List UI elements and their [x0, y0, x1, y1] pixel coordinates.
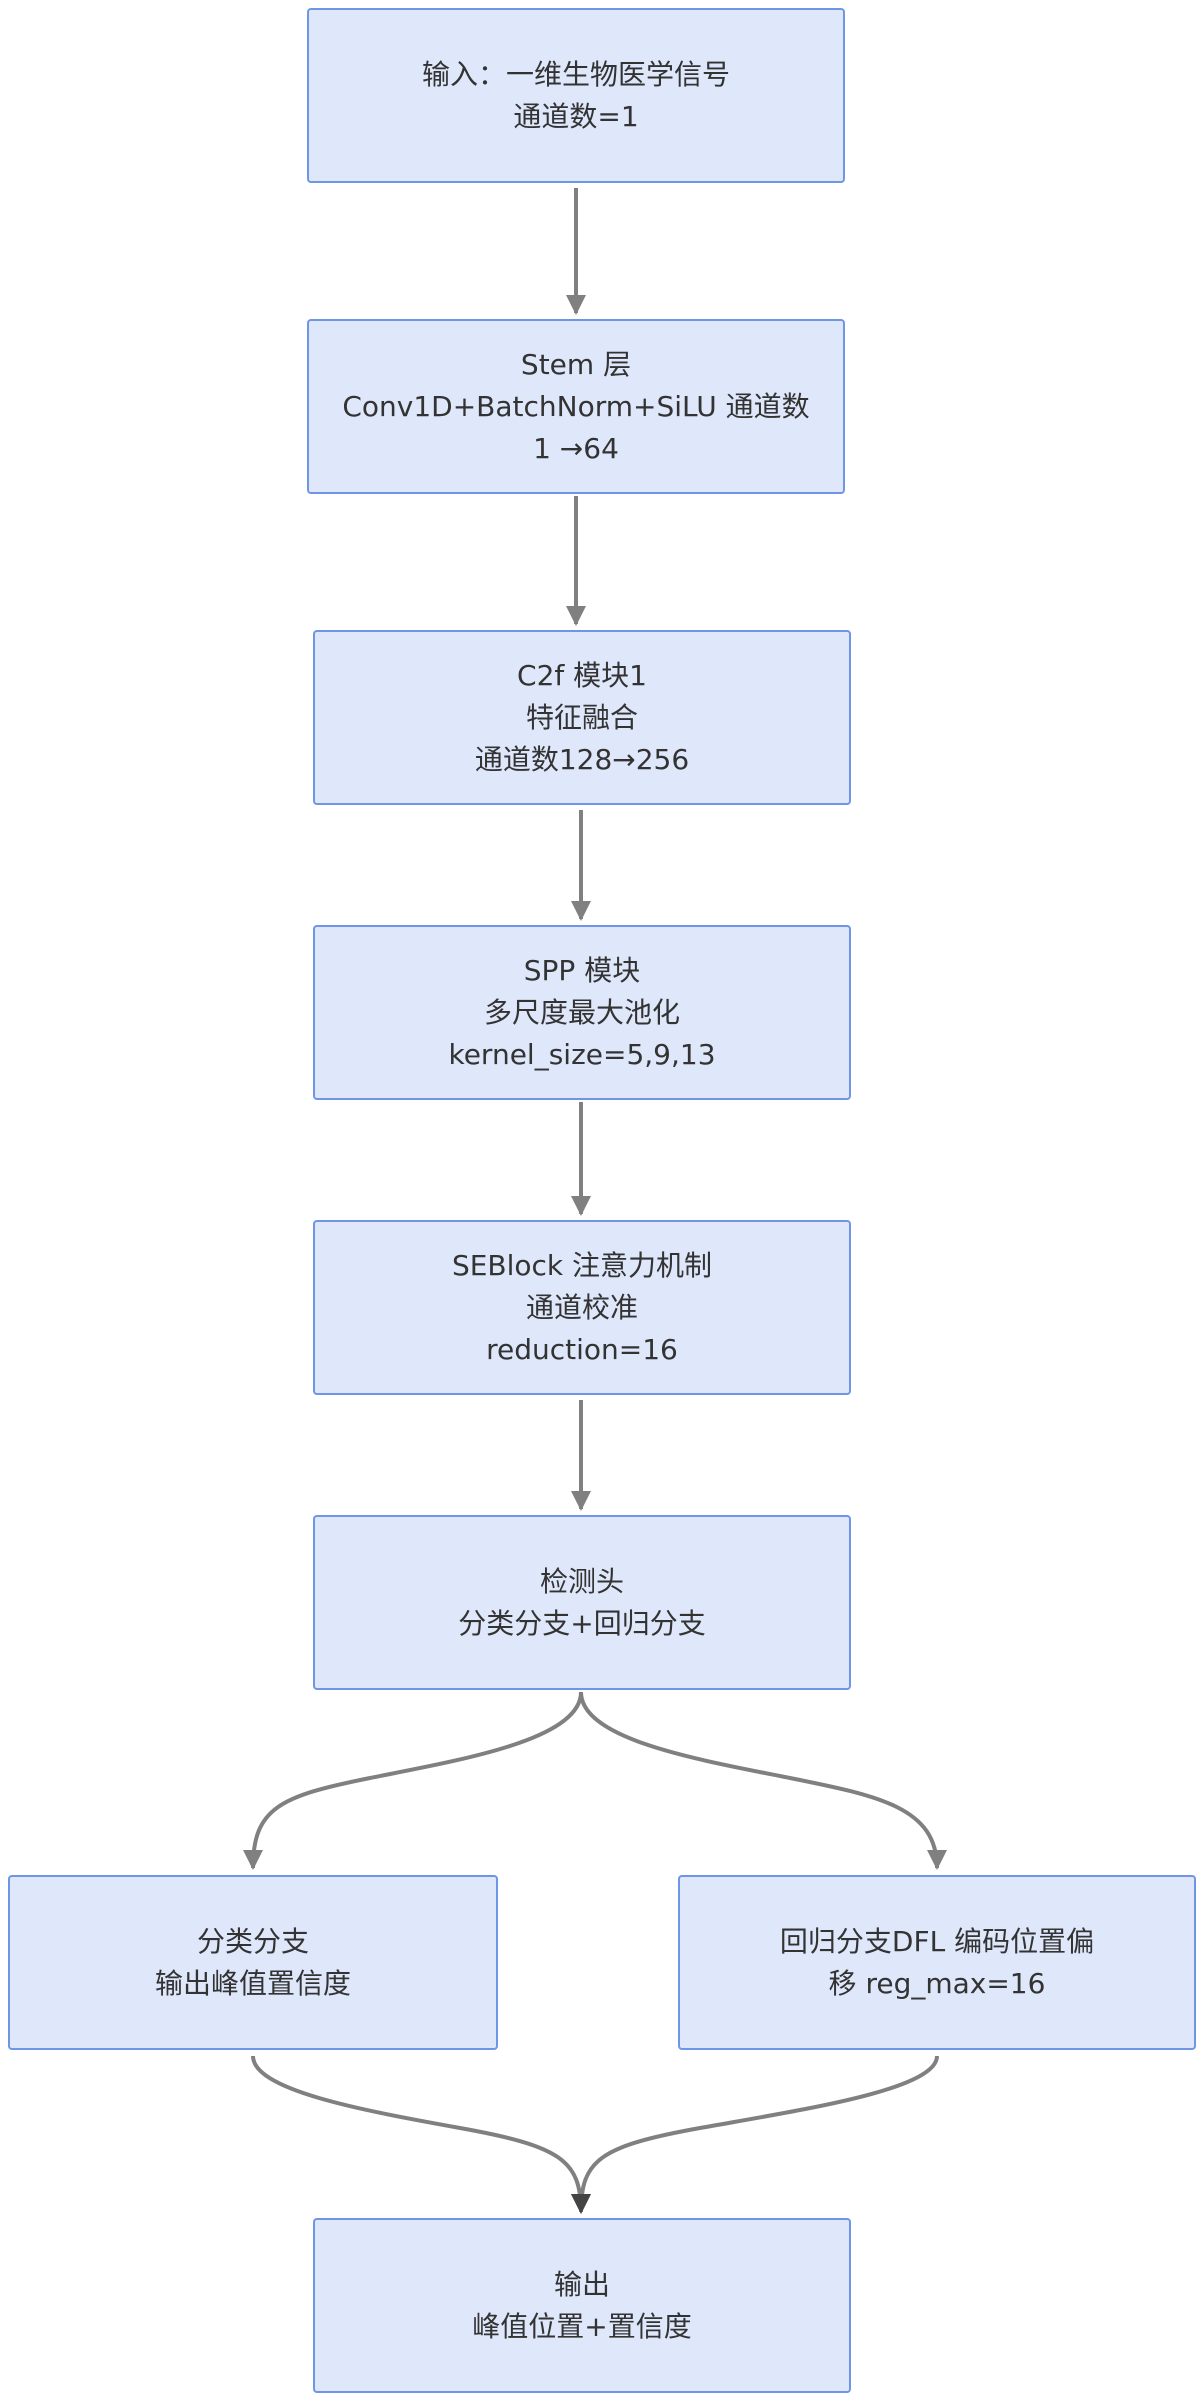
spp-node-kernel: kernel_size=5,9,13 — [448, 1037, 716, 1071]
regression-branch-node: 回归分支DFL 编码位置偏 移 reg_max=16 — [678, 1875, 1196, 2050]
spp-node-title: SPP 模块 — [523, 953, 641, 987]
c2f-node-title: C2f 模块1 — [517, 658, 647, 692]
output-node: 输出 峰值位置+置信度 — [313, 2218, 851, 2393]
classification-branch-node: 分类分支 输出峰值置信度 — [8, 1875, 498, 2050]
input-node-title: 输入：一维生物医学信号 — [421, 57, 730, 91]
stem-node-layers: Conv1D+BatchNorm+SiLU 通道数 — [342, 389, 810, 423]
regression-branch-title: 回归分支DFL 编码位置偏 — [779, 1924, 1095, 1958]
c2f-node: C2f 模块1 特征融合 通道数128→256 — [313, 630, 851, 805]
seblock-node-title: SEBlock 注意力机制 — [451, 1248, 713, 1282]
regression-branch-desc: 移 reg_max=16 — [828, 1966, 1046, 2000]
classification-branch-desc: 输出峰值置信度 — [154, 1966, 351, 2000]
seblock-node-desc: 通道校准 — [525, 1290, 638, 1324]
classification-branch-title: 分类分支 — [196, 1924, 309, 1958]
stem-node: Stem 层 Conv1D+BatchNorm+SiLU 通道数 1 →64 — [307, 319, 845, 494]
stem-node-title: Stem 层 — [520, 347, 632, 381]
input-node: 输入：一维生物医学信号 通道数=1 — [307, 8, 845, 183]
detection-head-desc: 分类分支+回归分支 — [458, 1606, 706, 1640]
detection-head-title: 检测头 — [539, 1564, 624, 1598]
seblock-node-reduction: reduction=16 — [486, 1332, 678, 1366]
edge-cls-to-output — [251, 2055, 591, 2214]
c2f-node-desc: 特征融合 — [525, 700, 638, 734]
detection-head-node: 检测头 分类分支+回归分支 — [313, 1515, 851, 1690]
edge-reg-to-output — [571, 2055, 939, 2214]
output-node-desc: 峰值位置+置信度 — [472, 2309, 692, 2343]
input-node-channels: 通道数=1 — [513, 99, 639, 133]
seblock-node: SEBlock 注意力机制 通道校准 reduction=16 — [313, 1220, 851, 1395]
c2f-node-channels: 通道数128→256 — [474, 742, 690, 776]
spp-node-desc: 多尺度最大池化 — [483, 995, 680, 1029]
edge-head-to-cls — [243, 1691, 583, 1870]
edge-head-to-reg — [579, 1691, 947, 1870]
spp-node: SPP 模块 多尺度最大池化 kernel_size=5,9,13 — [313, 925, 851, 1100]
stem-node-channels: 1 →64 — [533, 431, 619, 465]
output-node-title: 输出 — [553, 2267, 610, 2301]
